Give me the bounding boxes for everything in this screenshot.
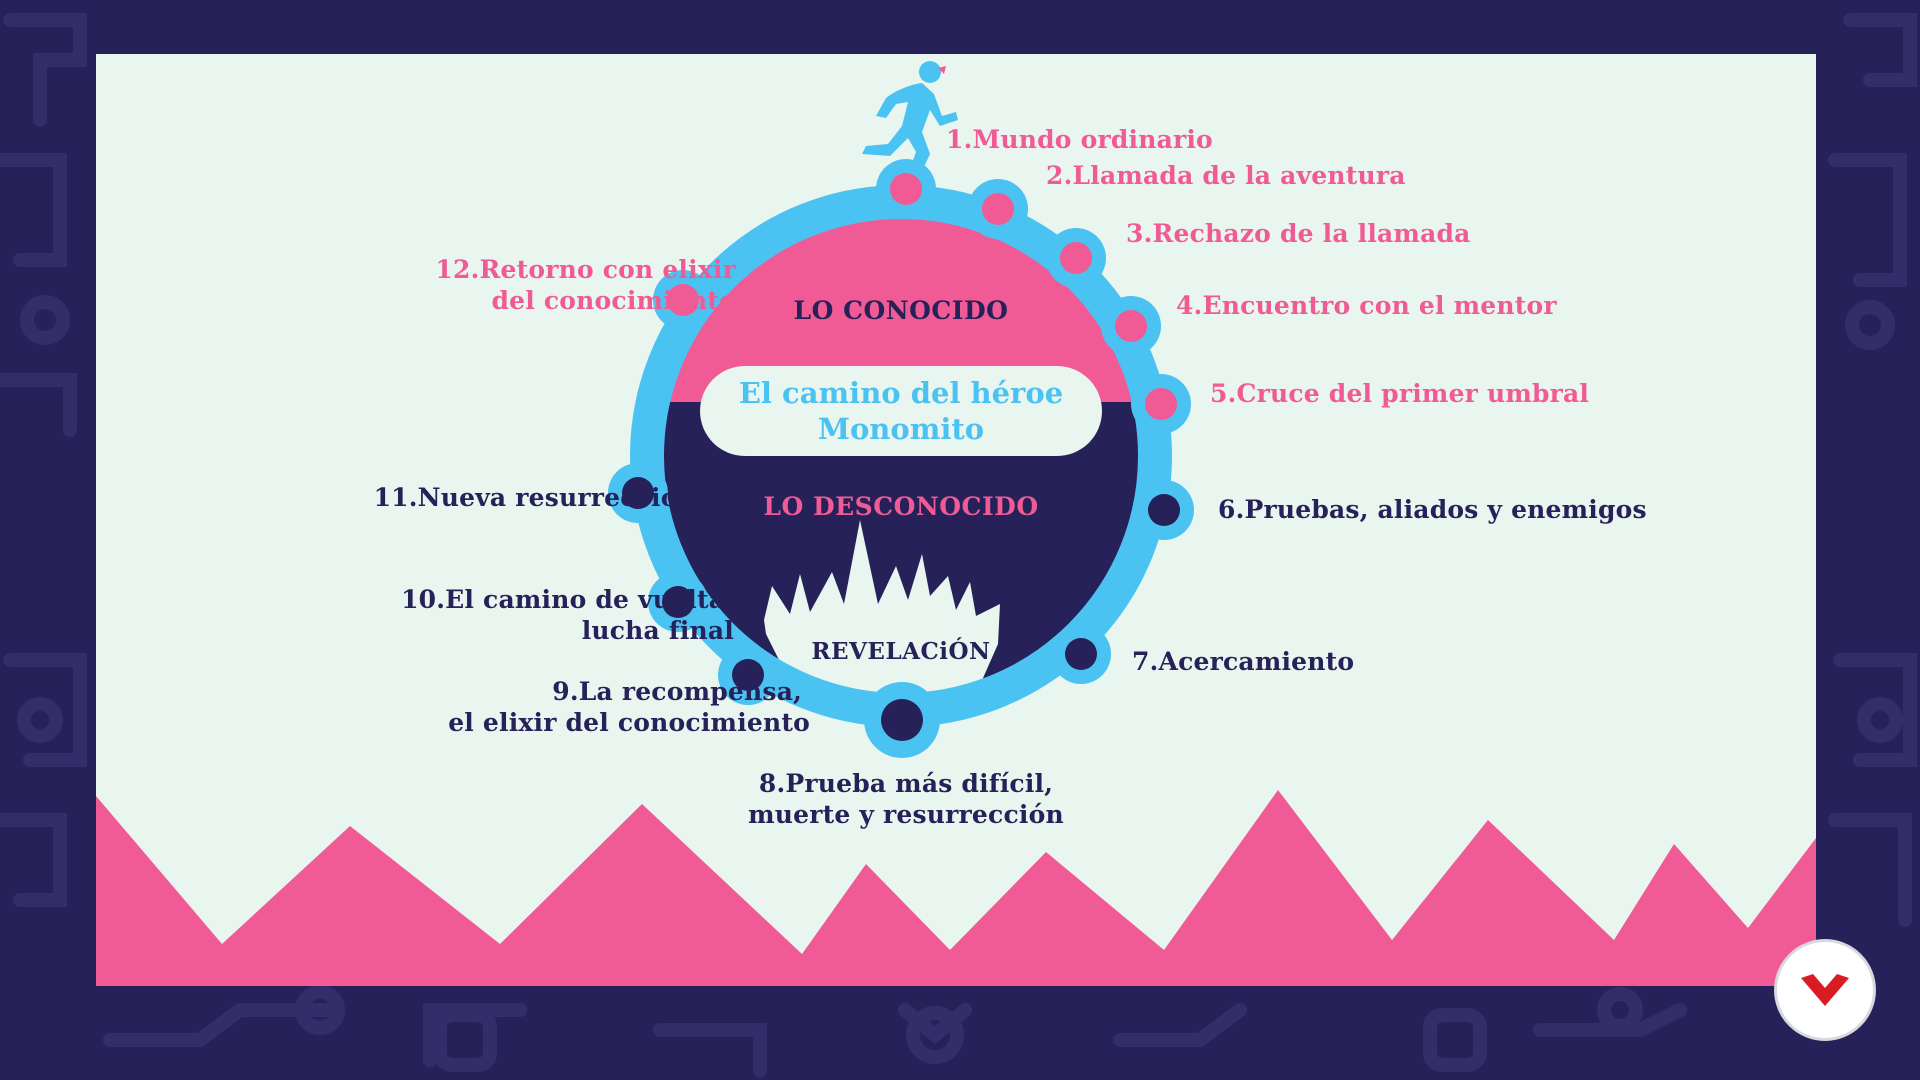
step-4-node bbox=[1115, 310, 1147, 342]
zone-known-label: LO CONOCIDO bbox=[793, 296, 1009, 325]
step-8-node bbox=[881, 699, 923, 741]
revelation-label: REVELACiÓN bbox=[811, 638, 991, 665]
title-line-2: Monomito bbox=[817, 412, 985, 446]
brand-logo-button[interactable] bbox=[1774, 939, 1876, 1041]
step-11-node bbox=[622, 477, 654, 509]
slide: LO CONOCIDO El camino del héroe Monomito… bbox=[96, 54, 1816, 986]
step-10-node bbox=[662, 586, 694, 618]
step-10-label: 10.El camino de vuelta, lucha final bbox=[401, 585, 734, 645]
step-4-label: 4.Encuentro con el mentor bbox=[1176, 291, 1557, 320]
step-3-label: 3.Rechazo de la llamada bbox=[1126, 219, 1471, 248]
running-man-icon bbox=[862, 61, 958, 188]
mountain-band bbox=[96, 790, 1816, 986]
step-12-node bbox=[667, 284, 699, 316]
step-11-label: 11.Nueva resurrección bbox=[373, 483, 696, 512]
step-3-node bbox=[1060, 242, 1092, 274]
title-line-1: El camino del héroe bbox=[738, 376, 1064, 410]
step-nodes bbox=[608, 159, 1194, 758]
step-6-node bbox=[1148, 494, 1180, 526]
step-8-label: 8.Prueba más difícil, muerte y resurrecc… bbox=[748, 769, 1064, 829]
step-1-node bbox=[890, 173, 922, 205]
step-12-label: 12.Retorno con elixir del conocimiento bbox=[435, 255, 736, 315]
step-5-node bbox=[1145, 388, 1177, 420]
diagram-title: El camino del héroe Monomito bbox=[700, 366, 1102, 456]
step-1-label: 1.Mundo ordinario bbox=[946, 125, 1213, 154]
step-7-node bbox=[1065, 638, 1097, 670]
step-9-label: 9.La recompensa, el elixir del conocimie… bbox=[448, 677, 810, 737]
step-6-label: 6.Pruebas, aliados y enemigos bbox=[1218, 495, 1647, 524]
revelation-burst bbox=[764, 520, 1000, 694]
brand-logo-icon bbox=[1801, 974, 1849, 1006]
step-2-node bbox=[982, 193, 1014, 225]
step-5-label: 5.Cruce del primer umbral bbox=[1210, 379, 1590, 408]
step-2-label: 2.Llamada de la aventura bbox=[1046, 161, 1406, 190]
step-9-node bbox=[732, 659, 764, 691]
zone-unknown-label: LO DESCONOCIDO bbox=[763, 492, 1039, 521]
step-7-label: 7.Acercamiento bbox=[1132, 647, 1355, 676]
